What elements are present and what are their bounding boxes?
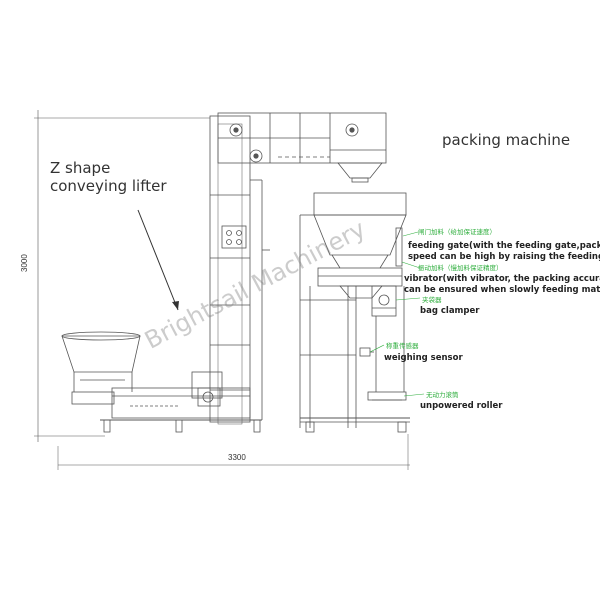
z-shape-lifter bbox=[61, 112, 387, 433]
lifter-label-line2: conveying lifter bbox=[50, 177, 167, 195]
width-dimension-label: 3300 bbox=[228, 453, 246, 462]
packing-machine bbox=[299, 192, 410, 433]
vibrator-cn-label: 振动加料（慢加料保证精度） bbox=[418, 265, 503, 272]
lifter-pointer-arrow bbox=[172, 301, 179, 310]
bag-clamper-label: bag clamper bbox=[420, 306, 480, 316]
lifter-pointer bbox=[137, 209, 179, 311]
weighing-sensor-label: weighing sensor bbox=[384, 353, 463, 363]
feeding-gate-label-line1: feeding gate(with the feeding gate,packi… bbox=[408, 241, 600, 251]
roller-cn-label: 无动力滚筒 bbox=[426, 392, 459, 399]
vibrator-label-line2: can be ensured when slowly feeding mater… bbox=[404, 285, 600, 295]
lifter-label-line1: Z shape bbox=[50, 159, 111, 177]
bag-clamper-cn-label: 夹袋器 bbox=[422, 297, 442, 304]
height-dimension bbox=[34, 110, 210, 442]
feeding-gate-label-line2: speed can be high by raising the feeding… bbox=[408, 252, 600, 262]
width-dimension bbox=[57, 434, 410, 470]
weighing-sensor-cn-label: 称重传感器 bbox=[386, 343, 419, 350]
packing-machine-label: packing machine bbox=[442, 131, 571, 149]
callout-leaders bbox=[369, 231, 425, 397]
roller-label: unpowered roller bbox=[420, 401, 503, 411]
feeding-gate-cn-label: 闸门加料（给加保证速度） bbox=[418, 229, 496, 236]
vibrator-label-line1: vibrator(with vibrator, the packing accu… bbox=[404, 274, 600, 284]
height-dimension-label: 3000 bbox=[20, 254, 29, 272]
